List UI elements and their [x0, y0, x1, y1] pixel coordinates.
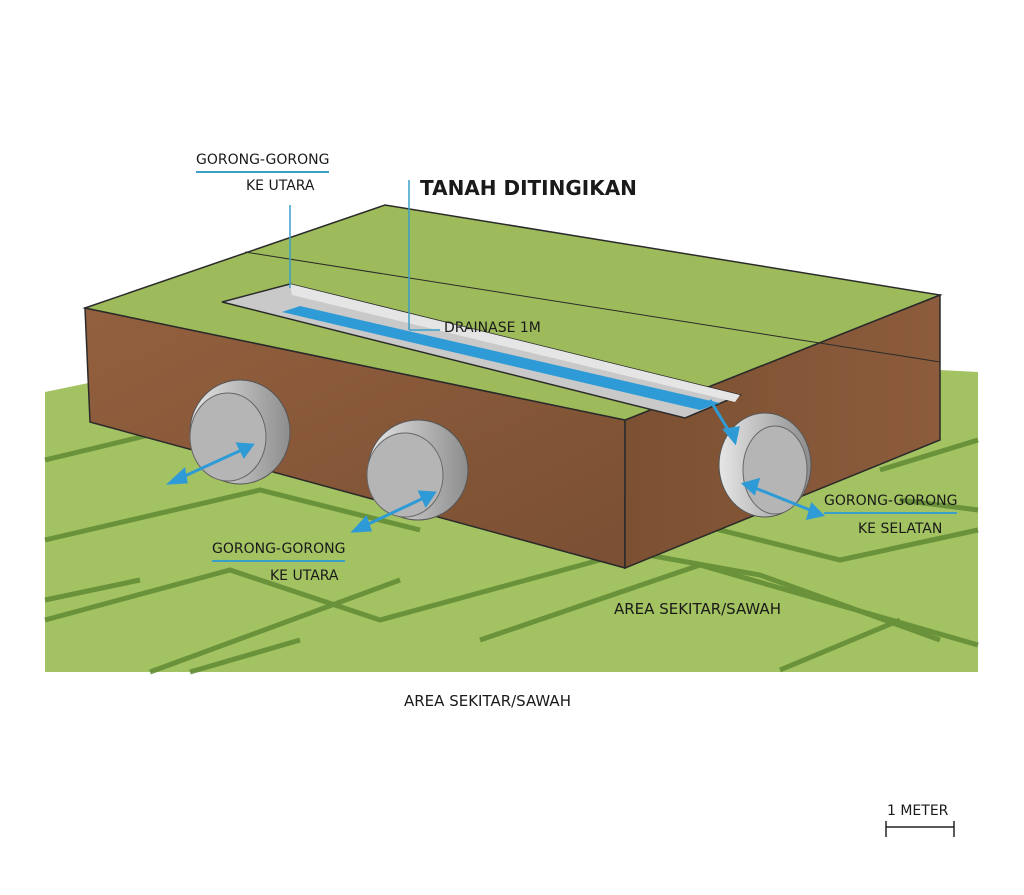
culvert-north-top-label-line1: GORONG-GORONG: [196, 152, 330, 173]
area-label-below: AREA SEKITAR/SAWAH: [404, 692, 571, 710]
culvert-south-label-line2: KE SELATAN: [858, 521, 943, 537]
area-label-field: AREA SEKITAR/SAWAH: [614, 600, 781, 618]
scale-label: 1 METER: [887, 803, 949, 819]
culvert-north-front-label-line1: GORONG-GORONG: [212, 541, 346, 562]
page-title: TANAH DITINGIKAN: [420, 176, 637, 200]
drainage-water: [282, 306, 720, 410]
culvert-north-top-label-line2: KE UTARA: [246, 178, 315, 194]
drainage-label: DRAINASE 1M: [444, 320, 541, 336]
flow-arrows: [165, 180, 826, 533]
culvert-pipe-1: [189, 379, 291, 485]
block-top-face: [82, 204, 943, 421]
culvert-north-front-label-line2: KE UTARA: [270, 568, 339, 584]
culvert-pipe-3: [718, 412, 812, 518]
field-dykes: [44, 427, 979, 675]
culvert-pipe-2: [366, 419, 469, 521]
culvert-south-label-line1: GORONG-GORONG: [824, 493, 958, 514]
scale-bar: [885, 821, 955, 837]
